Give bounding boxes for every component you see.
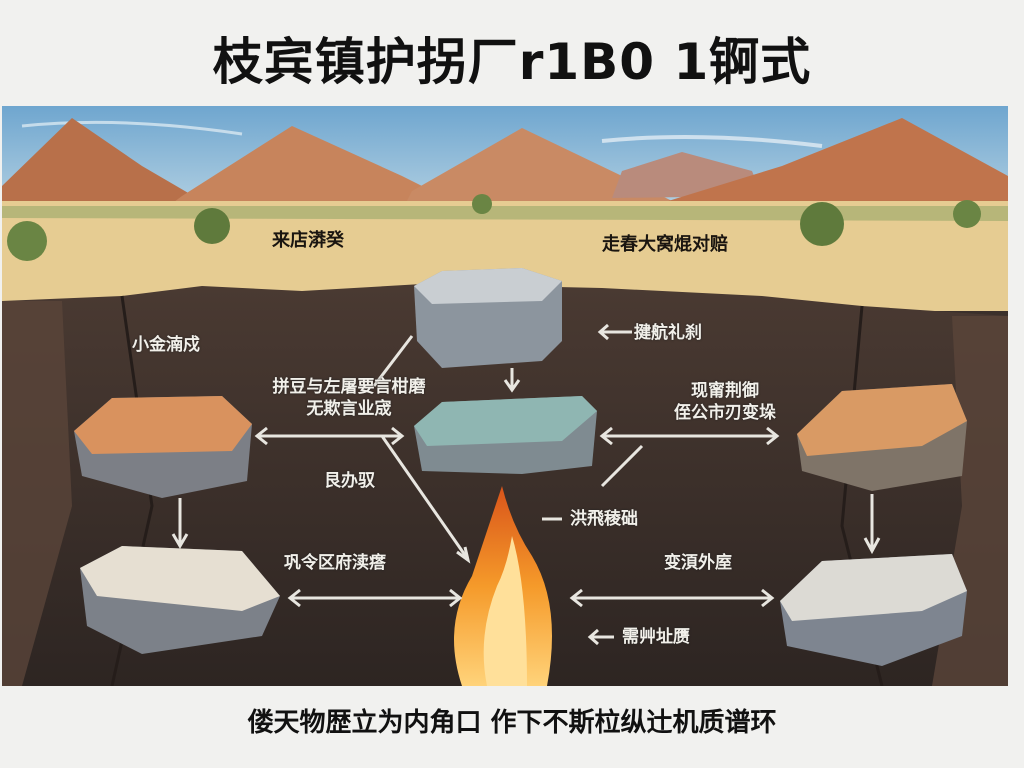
label-surface-right: 走春大窝焜对赔 xyxy=(602,234,728,255)
label-center-left-line2: 无欺⾔业宬 xyxy=(306,399,392,419)
shrub xyxy=(472,194,492,214)
shrub xyxy=(194,208,230,244)
label-bottom-right-arrow: 需⾋址赝 xyxy=(622,627,690,647)
mountain xyxy=(642,118,1008,216)
rock-left-upper xyxy=(74,396,252,498)
label-center-left: 拼豆与左屠要⾔柑磨 无欺⾔业宬 xyxy=(254,376,444,420)
rock-right-lower xyxy=(780,554,967,666)
mountain xyxy=(162,126,462,211)
shrub xyxy=(953,200,981,228)
landscape-svg xyxy=(2,106,1008,686)
rock-left-lower xyxy=(80,546,280,654)
shrub xyxy=(7,221,47,261)
label-fire-right: 洪飛稜础 xyxy=(570,509,638,529)
label-left-upper: 小⾦湳戍 xyxy=(132,335,200,355)
label-center-left-line1: 拼豆与左屠要⾔柑磨 xyxy=(272,377,426,397)
label-right-upper-line2: 侄公市刃变垛 xyxy=(674,403,776,423)
shrub xyxy=(800,202,844,246)
label-bottom-right: 变湏外庢 xyxy=(664,553,732,573)
cycle-arrows xyxy=(171,323,881,646)
label-right-upper: 现甯荆御 侄公市刃变垛 xyxy=(660,380,790,424)
rock-top-center xyxy=(414,268,562,368)
label-center-mid: ⾉办驭 xyxy=(324,471,375,491)
label-top-right-arrow: 揵航礼刹 xyxy=(634,323,702,343)
rock-middle-center xyxy=(414,396,597,474)
rock-right-upper xyxy=(797,384,967,491)
label-right-upper-line1: 现甯荆御 xyxy=(691,381,759,401)
rock-cycle-illustration: 来店漭癸 走春大窝焜对赔 小⾦湳戍 拼豆与左屠要⾔柑磨 无欺⾔业宬 揵航礼刹 现… xyxy=(2,106,1008,686)
label-surface-left: 来店漭癸 xyxy=(272,230,344,251)
page-title: 枝宾镇护拐厂r1B0 1锕式 xyxy=(212,33,812,91)
caption: 偻天物歴立为内角口 作下不斯柆纵辻机质谱环 xyxy=(247,708,777,738)
mountain xyxy=(2,118,202,206)
mountain xyxy=(402,128,682,211)
label-bottom-left: 巩令区府渎瘩 xyxy=(284,553,386,573)
